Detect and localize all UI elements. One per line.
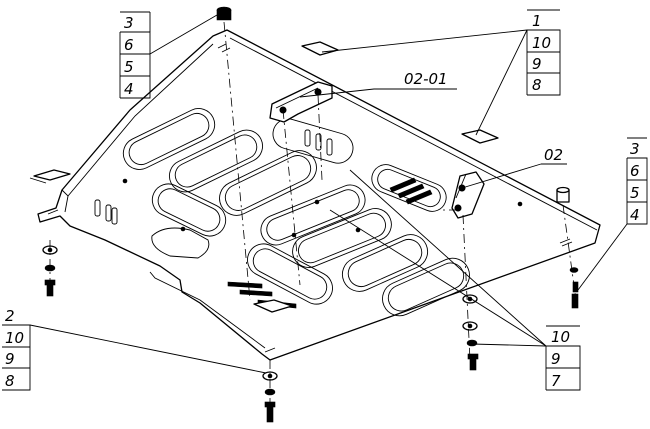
- callout-top-right-1: 1: [532, 12, 542, 30]
- callout-right-2: 6: [630, 162, 640, 180]
- hardware-bottom-right: [462, 294, 479, 371]
- callout-top-left-2: 6: [124, 36, 134, 54]
- callout-bottom-right-2: 9: [551, 350, 561, 368]
- plate-slots: [47, 43, 573, 353]
- bracket-02-01: [269, 81, 333, 123]
- clip-plates: [33, 41, 499, 313]
- callout-bottom-right: 10 9 7: [545, 325, 581, 391]
- hardware-right: [569, 267, 579, 309]
- callout-top-right: 1 10 9 8: [526, 9, 561, 96]
- callout-bracket-02-01: 02-01: [404, 70, 448, 88]
- callout-bottom-right-3: 7: [551, 372, 561, 390]
- callout-bottom-left-4: 8: [5, 372, 15, 390]
- callout-bracket-02: 02: [541, 146, 567, 165]
- callout-top-left: 3 6 5 4: [119, 11, 218, 99]
- callout-bottom-left-1: 2: [5, 307, 15, 325]
- hardware-top-left: [216, 6, 232, 21]
- leader-lines: [29, 29, 628, 374]
- callout-top-right-4: 8: [532, 76, 542, 94]
- callout-right-4: 4: [630, 206, 640, 224]
- callout-bottom-left-3: 9: [5, 350, 15, 368]
- callout-right-1: 3: [630, 140, 640, 158]
- hardware-top-right: [556, 186, 570, 203]
- callout-right: 3 6 5 4: [626, 137, 648, 225]
- callout-top-left-1: 3: [124, 14, 134, 32]
- assembly-axes: [49, 21, 577, 405]
- label-02: 02: [544, 146, 563, 164]
- callout-top-right-3: 9: [532, 55, 542, 73]
- callout-right-3: 5: [630, 184, 640, 202]
- callout-bottom-right-1: 10: [551, 328, 570, 346]
- label-02-01: 02-01: [404, 70, 448, 88]
- callout-top-left-4: 4: [124, 80, 134, 98]
- guard-plate: [37, 29, 601, 361]
- callout-bottom-left: 2 10 9 8: [2, 307, 31, 391]
- callout-top-right-2: 10: [532, 34, 551, 52]
- callout-top-left-3: 5: [124, 58, 134, 76]
- callout-bottom-left-2: 10: [5, 329, 24, 347]
